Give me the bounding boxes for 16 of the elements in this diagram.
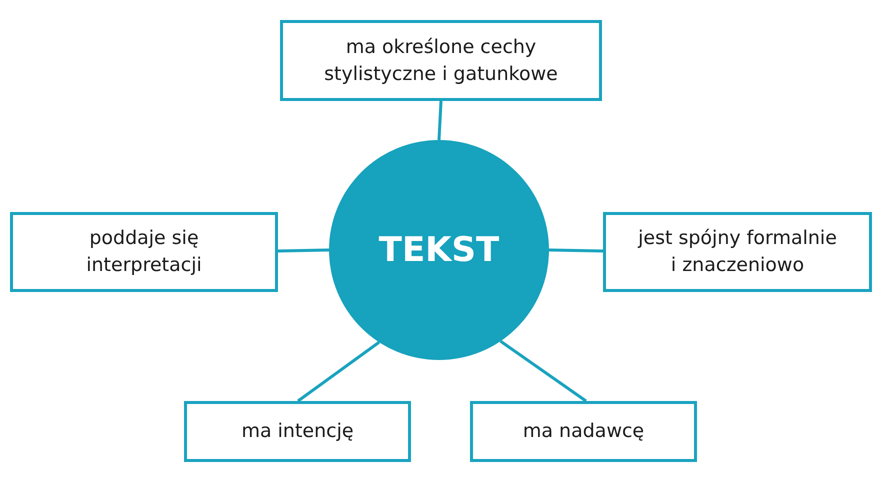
feature-box <box>280 20 602 101</box>
feature-text: poddaje się interpretacji <box>85 226 203 278</box>
connector-line <box>438 100 442 140</box>
feature-box <box>603 212 872 292</box>
connector-line <box>297 341 380 402</box>
feature-box <box>10 212 278 292</box>
central-label: TEKST <box>378 230 500 270</box>
feature-text: ma nadawcę <box>522 419 644 444</box>
feature-box <box>470 401 697 462</box>
feature-text: ma intencję <box>241 419 354 444</box>
feature-text: ma określone cechy stylistyczne i gatunkowe <box>323 34 559 86</box>
connector-line <box>278 248 330 252</box>
connector-line <box>500 340 587 402</box>
feature-box <box>184 401 411 462</box>
feature-text: jest spójny formalnie i znaczeniowo <box>636 226 838 278</box>
connector-line <box>548 248 604 252</box>
